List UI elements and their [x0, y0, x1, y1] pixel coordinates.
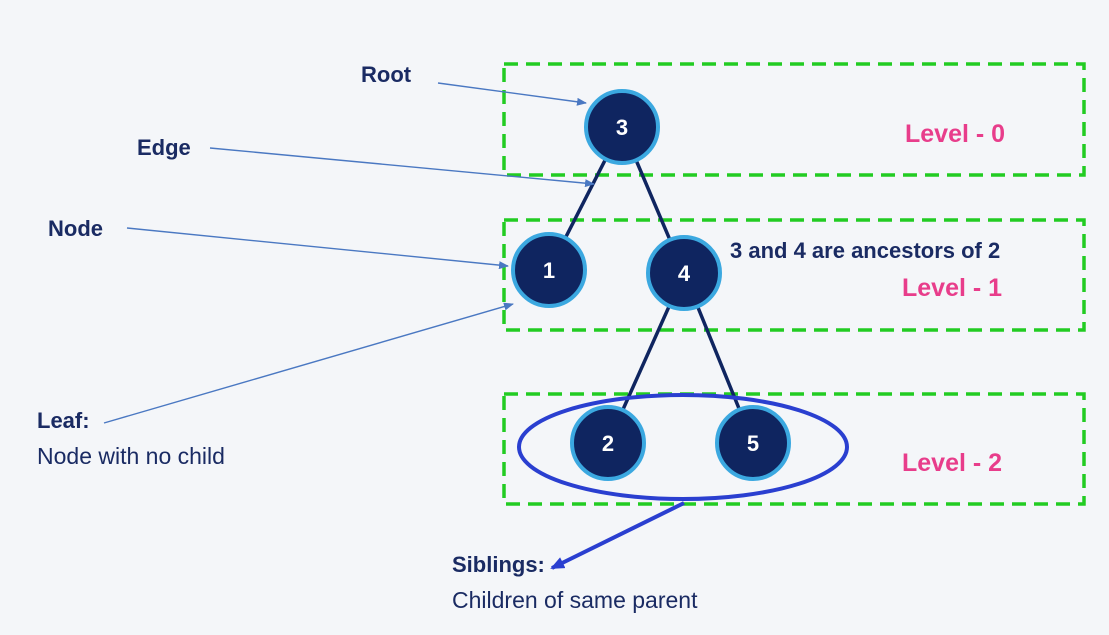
root-label: Root — [361, 62, 412, 87]
ancestors-note: 3 and 4 are ancestors of 2 — [730, 238, 1001, 263]
root-pointer-arrow — [437, 82, 587, 106]
edge-label: Edge — [137, 135, 191, 160]
level-2-box — [502, 392, 1086, 506]
edge-pointer-arrow — [209, 147, 595, 188]
level-1-box — [502, 218, 1086, 332]
siblings-pointer-arrow — [550, 501, 685, 570]
tree-node-3: 3 — [584, 89, 660, 165]
tree-node-circle — [511, 232, 587, 308]
node-pointer-arrow — [126, 227, 509, 270]
tree-node-circle — [570, 405, 646, 481]
siblings-title: Siblings: — [452, 552, 545, 577]
tree-node-label: 3 — [616, 115, 628, 140]
level-2-label: Level - 2 — [902, 449, 1003, 477]
tree-node-2: 2 — [570, 405, 646, 481]
tree-node-label: 5 — [747, 431, 759, 456]
leaf-description: Node with no child — [37, 443, 225, 469]
tree-node-5: 5 — [715, 405, 791, 481]
tree-node-circle — [584, 89, 660, 165]
siblings-description: Children of same parent — [452, 587, 698, 613]
tree-nodes: 3 1 4 2 5 — [511, 89, 791, 481]
node-label: Node — [48, 216, 103, 241]
tree-node-label: 2 — [602, 431, 614, 456]
siblings-ellipse — [517, 393, 849, 501]
tree-node-1: 1 — [511, 232, 587, 308]
level-0-box — [502, 62, 1086, 177]
level-1-label: Level - 1 — [902, 274, 1003, 302]
tree-node-circle — [646, 235, 722, 311]
tree-node-label: 4 — [678, 261, 691, 286]
leaf-title: Leaf: — [37, 408, 90, 433]
tree-node-4: 4 — [646, 235, 722, 311]
tree-node-label: 1 — [543, 258, 555, 283]
level-0-label: Level - 0 — [905, 120, 1006, 148]
leaf-pointer-arrow — [103, 302, 514, 424]
tree-node-circle — [715, 405, 791, 481]
